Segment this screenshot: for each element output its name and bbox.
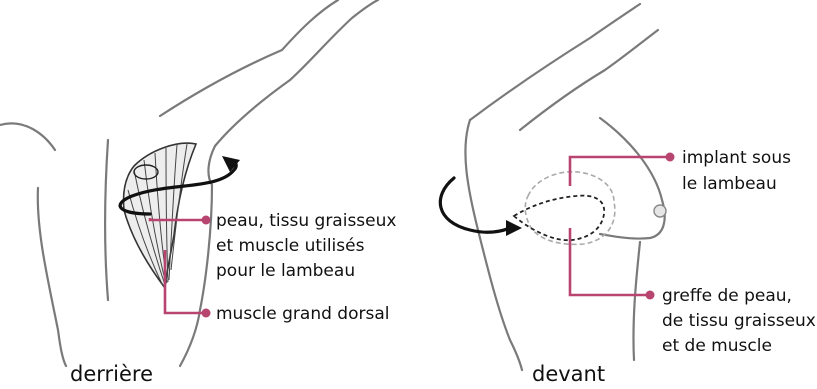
front-arm-underside [520,30,658,130]
graft-label-line1: greffe de peau, [662,286,792,306]
nipple-icon [654,205,666,217]
front-torso-left-outline [465,120,522,370]
front-rotation-arrow [440,178,510,232]
flap-label-line1: peau, tissu graisseux [216,211,396,231]
implant-label-line1: implant sous [682,148,791,168]
back-left-torso-outline [38,188,66,366]
flap-leader-dot [202,216,211,225]
flap-label-line2: et muscle utilisés [216,236,365,256]
back-spine-line [105,140,108,300]
back-shoulder-outline [0,123,55,150]
latissimus-muscle-flap [123,143,196,288]
graft-label-line2: de tissu graisseux [662,311,816,331]
front-arrow-head [506,220,522,236]
back-view-caption: derrière [70,362,153,386]
muscle-leader-line [165,250,206,313]
implant-leader-dot [666,153,675,162]
graft-leader-dot [646,291,655,300]
flap-label-line3: pour le lambeau [216,261,355,281]
back-view: peau, tissu graisseux et muscle utilisés… [0,0,396,386]
back-right-torso-outline [180,146,215,366]
front-chest-outline [600,118,665,239]
front-view-caption: devant [532,362,605,386]
graft-label-line3: et de muscle [662,336,772,356]
implant-label-line2: le lambeau [682,174,777,194]
front-torso-right-outline [633,242,640,360]
muscle-leader-dot [202,309,211,318]
back-arm-underside [215,0,378,146]
front-view: implant sous le lambeau greffe de peau, … [440,4,816,386]
muscle-label: muscle grand dorsal [216,304,389,324]
